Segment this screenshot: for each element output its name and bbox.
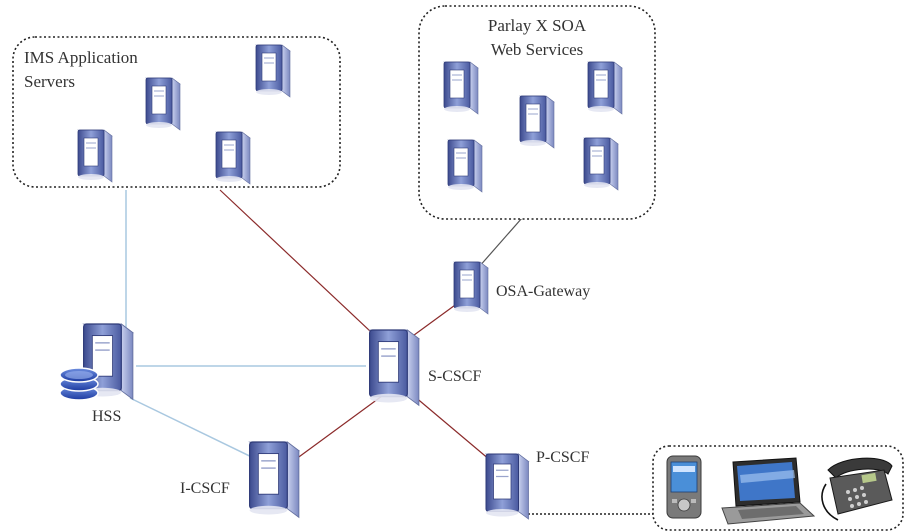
group-title: Servers: [24, 72, 75, 91]
server-icon: [145, 77, 181, 131]
links: [125, 189, 653, 515]
hss-label: HSS: [92, 408, 121, 425]
desk-phone-icon: [821, 457, 893, 521]
server-icon: [248, 441, 300, 519]
osa-gateway-node: OSA-Gateway: [453, 261, 590, 315]
database-icon: [59, 367, 99, 401]
server-icon: [215, 131, 251, 185]
group-title: Parlay X SOA: [488, 16, 587, 35]
server-icon: [587, 61, 623, 115]
link-s-cscf-to-p-cscf: [413, 395, 491, 461]
i-cscf-node: I-CSCF: [180, 441, 300, 519]
p-cscf-node: P-CSCF: [485, 449, 589, 520]
server-icon: [519, 95, 555, 149]
server-icon: [583, 137, 619, 191]
hss-node: HSS: [59, 323, 134, 425]
osa-gateway-label: OSA-Gateway: [496, 283, 590, 300]
server-icon: [77, 129, 113, 183]
link-osa-to-s-cscf: [409, 299, 463, 339]
s-cscf-node: S-CSCF: [368, 329, 481, 407]
group-title: Web Services: [491, 40, 584, 59]
server-icon: [447, 139, 483, 193]
server-icon: [453, 261, 489, 315]
server-icon: [443, 61, 479, 115]
group-title: IMS Application: [24, 48, 138, 67]
s-cscf-label: S-CSCF: [428, 368, 481, 385]
user-devices-group: [652, 445, 904, 531]
p-cscf-label: P-CSCF: [536, 449, 589, 466]
link-hss-to-i-cscf: [129, 397, 263, 463]
server-icon: [255, 44, 291, 98]
i-cscf-label: I-CSCF: [180, 480, 230, 497]
link-parlay-to-osa: [477, 217, 523, 269]
laptop-icon: [721, 457, 816, 525]
link-s-cscf-to-i-cscf: [291, 395, 383, 463]
parlay-x-soa-group: Parlay X SOA Web Services: [418, 5, 656, 220]
ims-application-servers-group: IMS Application Servers: [12, 36, 341, 188]
pda-icon: [666, 455, 702, 519]
link-ims-to-s-cscf: [219, 189, 389, 349]
server-icon: [485, 453, 530, 520]
server-icon: [368, 329, 420, 407]
